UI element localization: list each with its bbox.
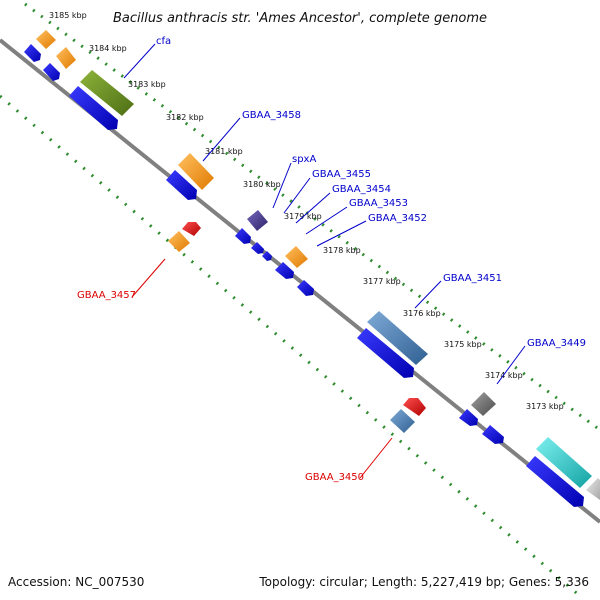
leader-gbaa-3453 [305, 206, 348, 235]
steel-block-gbaa-3451 [367, 311, 428, 365]
inner-blocks [168, 231, 415, 433]
leader-gbaa-3449 [496, 345, 526, 385]
leader-lines [123, 43, 526, 479]
inner-ruler [0, 94, 581, 598]
light-block [586, 478, 600, 500]
leader-cfa [123, 43, 156, 79]
accession-text: Accession: NC_007530 [8, 575, 144, 589]
tick-3176: 3176 kbp [403, 309, 441, 318]
forward-arrow [24, 44, 41, 62]
forward-arrow [262, 251, 272, 261]
gene-labels: cfa GBAA_3458 spxA GBAA_3455 GBAA_3454 G… [77, 36, 586, 483]
leader-gbaa-3458 [202, 117, 241, 162]
olive-block-cfa [80, 70, 134, 116]
tick-3173: 3173 kbp [526, 402, 564, 411]
tick-3182: 3182 kbp [166, 113, 204, 122]
tick-3185: 3185 kbp [49, 11, 87, 20]
forward-arrow [482, 425, 504, 444]
slate-block-spxa [247, 210, 268, 231]
label-spxa: spxA [292, 154, 316, 165]
forward-arrow [43, 63, 60, 81]
leader-gbaa-3450 [359, 437, 393, 479]
summary-text: Topology: circular; Length: 5,227,419 bp… [258, 575, 589, 589]
forward-arrow [526, 456, 584, 507]
kbp-ticks: 3185 kbp 3184 kbp 3183 kbp 3182 kbp 3181… [49, 11, 564, 411]
label-gbaa-3454: GBAA_3454 [332, 184, 391, 195]
tick-3180: 3180 kbp [243, 180, 281, 189]
forward-arrow [69, 86, 118, 130]
grey-block-gbaa-3449 [471, 392, 496, 416]
orange-block-gbaa-3458 [178, 153, 214, 190]
forward-arrow [275, 262, 294, 279]
forward-arrow [235, 228, 251, 244]
leader-gbaa-3455 [283, 177, 311, 214]
tick-3184: 3184 kbp [89, 44, 127, 53]
label-gbaa-3451: GBAA_3451 [443, 273, 502, 284]
label-gbaa-3452: GBAA_3452 [368, 213, 427, 224]
tick-3181: 3181 kbp [205, 147, 243, 156]
leader-spxa [272, 162, 292, 209]
forward-arrow [459, 409, 478, 426]
orange-block [56, 47, 76, 69]
leader-gbaa-3457 [131, 258, 166, 298]
reverse-arrow-gbaa-3450 [403, 398, 426, 416]
label-gbaa-3455: GBAA_3455 [312, 169, 371, 180]
leader-gbaa-3452 [316, 220, 367, 247]
annotation-blocks [36, 30, 600, 500]
orange-block-gbaa-3454 [285, 246, 308, 268]
label-gbaa-3457: GBAA_3457 [77, 290, 136, 301]
steel-block-gbaa-3450 [390, 409, 415, 433]
forward-cds [24, 44, 584, 507]
tick-3178: 3178 kbp [323, 246, 361, 255]
tick-3175: 3175 kbp [444, 340, 482, 349]
orange-block [36, 30, 56, 49]
label-gbaa-3450: GBAA_3450 [305, 472, 364, 483]
tick-3177: 3177 kbp [363, 277, 401, 286]
label-gbaa-3458: GBAA_3458 [242, 110, 301, 121]
forward-arrow [251, 242, 264, 254]
label-cfa: cfa [156, 36, 171, 47]
tick-3183: 3183 kbp [128, 80, 166, 89]
map-title: Bacillus anthracis str. 'Ames Ancestor',… [113, 11, 487, 26]
leader-gbaa-3451 [414, 280, 442, 309]
leader-gbaa-3454 [295, 192, 331, 224]
orange-block-gbaa-3457 [168, 231, 190, 252]
reverse-arrow-gbaa-3457 [182, 222, 201, 236]
label-gbaa-3449: GBAA_3449 [527, 338, 586, 349]
cyan-block [536, 437, 592, 488]
forward-arrow [357, 328, 414, 378]
label-gbaa-3453: GBAA_3453 [349, 198, 408, 209]
forward-arrow [297, 280, 314, 296]
forward-arrow [166, 170, 197, 200]
reverse-cds [182, 222, 426, 416]
